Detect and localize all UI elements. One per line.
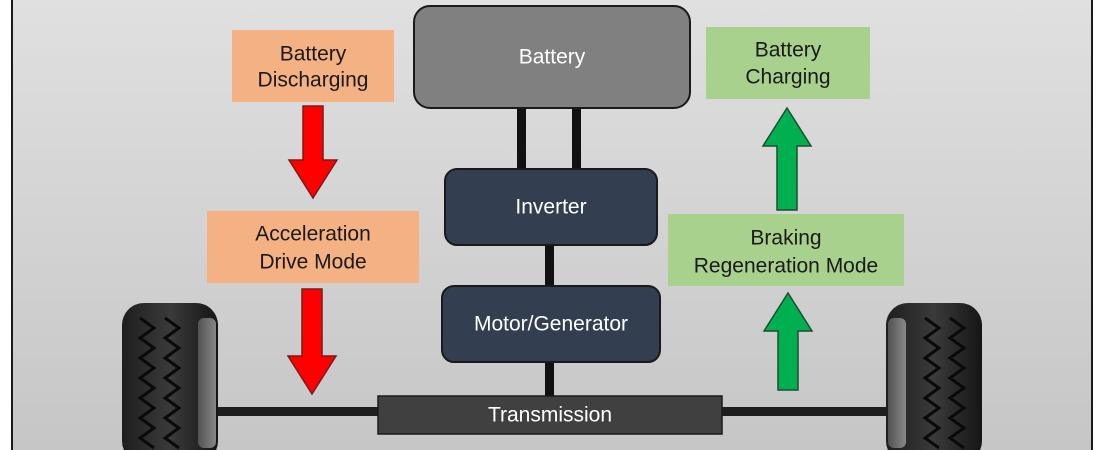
battery-discharging-box: Battery Discharging [232,30,394,102]
inverter-label: Inverter [515,196,586,219]
inverter-node: Inverter [444,168,658,246]
battery-charging-label-line2: Charging [745,66,830,89]
transmission-node: Transmission [377,395,723,435]
acceleration-drive-mode-label-line1: Acceleration [255,223,371,246]
right-wheel-icon [886,303,982,450]
battery-discharging-label-line2: Discharging [258,69,369,92]
inverter-motor-connector [545,245,554,287]
battery-node: Battery [413,5,691,109]
braking-regeneration-mode-label-line1: Braking [750,227,821,250]
battery-charging-label-line1: Battery [755,39,822,62]
motor-generator-label: Motor/Generator [474,313,628,336]
acceleration-drive-mode-box: Acceleration Drive Mode [207,211,419,283]
battery-label: Battery [519,46,586,69]
regen-arrow-up-icon [762,291,814,391]
left-wheel-icon [122,303,218,450]
battery-discharging-label-line1: Battery [280,43,347,66]
motor-generator-node: Motor/Generator [441,285,661,363]
braking-regeneration-mode-label-line2: Regeneration Mode [694,255,878,278]
motor-transmission-connector [545,362,554,398]
charge-arrow-up-icon [761,106,813,211]
acceleration-drive-mode-label-line2: Drive Mode [259,251,366,274]
braking-regeneration-mode-box: Braking Regeneration Mode [668,214,904,286]
battery-inverter-connector-left [517,108,526,170]
battery-inverter-connector-right [572,108,581,170]
drive-arrow-down-icon [286,288,338,396]
transmission-label: Transmission [488,404,612,427]
battery-charging-box: Battery Charging [706,27,870,99]
discharge-arrow-down-icon [287,105,339,200]
